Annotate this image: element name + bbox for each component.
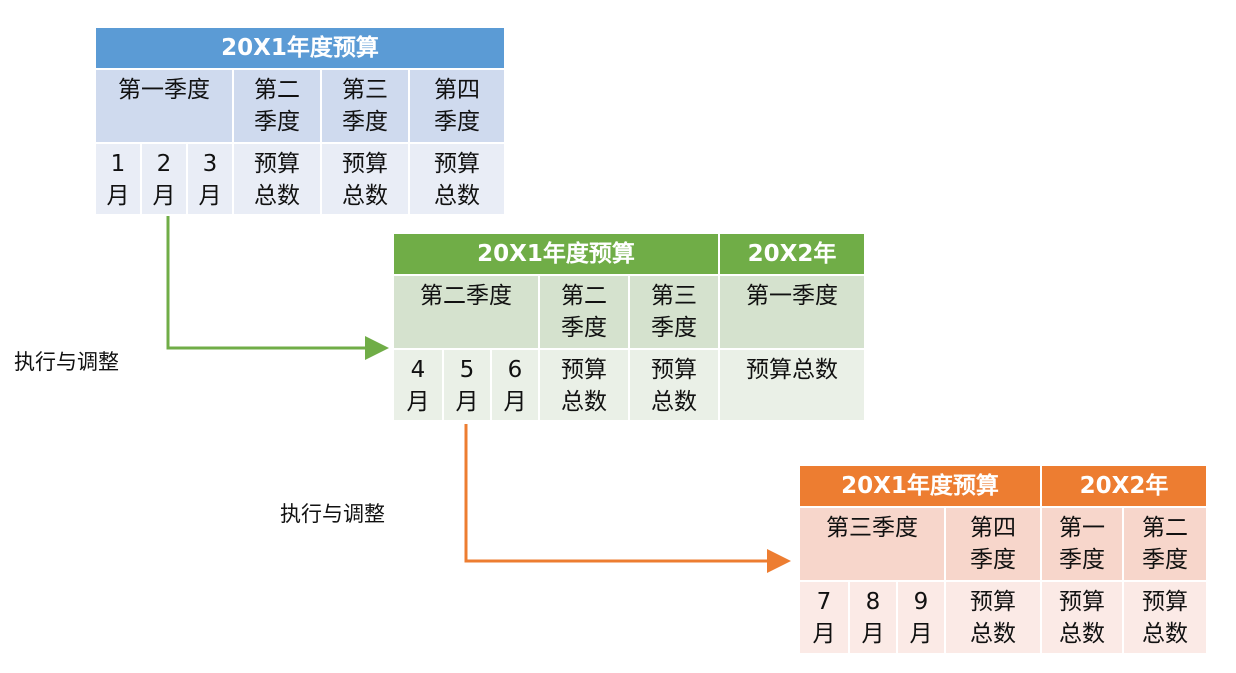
table1-row3-cell: 预算 总数: [234, 144, 320, 214]
table3-row3-cell: 预算 总数: [1042, 582, 1122, 653]
orange-arrow: [464, 424, 791, 573]
table1-row2-cell: 第三 季度: [322, 70, 408, 142]
table3-row2-cell: 第二 季度: [1124, 508, 1206, 580]
table2-row3-cell: 4 月: [394, 350, 442, 420]
table3-header-cell: 20X1年度预算: [800, 466, 1040, 506]
table1-row2-cell: 第一季度: [96, 70, 232, 142]
table1-row3-cell: 1 月: [96, 144, 140, 214]
table3-row2-cell: 第一 季度: [1042, 508, 1122, 580]
green-arrow: [166, 216, 389, 360]
table2-row2-cell: 第一季度: [720, 276, 864, 348]
table3-header-cell: 20X2年: [1042, 466, 1206, 506]
table1-header-cell: 20X1年度预算: [96, 28, 504, 68]
table2-header-cell: 20X2年: [720, 234, 864, 274]
table2-row3-cell: 预算总数: [720, 350, 864, 420]
table1-row3-cell: 2 月: [142, 144, 186, 214]
arrow-label-1: 执行与调整: [14, 350, 119, 374]
table3-row3-cell: 9 月: [898, 582, 944, 653]
table3-row3-cell: 7 月: [800, 582, 848, 653]
table2-row2-cell: 第二季度: [394, 276, 538, 348]
table1-row3-cell: 3 月: [188, 144, 232, 214]
table2-row3-cell: 5 月: [444, 350, 490, 420]
table2-header-cell: 20X1年度预算: [394, 234, 718, 274]
table2-row2-cell: 第二 季度: [540, 276, 628, 348]
table3-row3-cell: 预算 总数: [1124, 582, 1206, 653]
table3-row2-cell: 第三季度: [800, 508, 944, 580]
table3-row3-cell: 预算 总数: [946, 582, 1040, 653]
table1-row2-cell: 第四 季度: [410, 70, 504, 142]
table3-row3-cell: 8 月: [850, 582, 896, 653]
table2-row3-cell: 预算 总数: [540, 350, 628, 420]
table2-row2-cell: 第三 季度: [630, 276, 718, 348]
table1-row2-cell: 第二 季度: [234, 70, 320, 142]
arrow-label-2: 执行与调整: [280, 502, 385, 526]
table1-row3-cell: 预算 总数: [410, 144, 504, 214]
table3-row2-cell: 第四 季度: [946, 508, 1040, 580]
table2-row3-cell: 6 月: [492, 350, 538, 420]
table1-row3-cell: 预算 总数: [322, 144, 408, 214]
table2-row3-cell: 预算 总数: [630, 350, 718, 420]
